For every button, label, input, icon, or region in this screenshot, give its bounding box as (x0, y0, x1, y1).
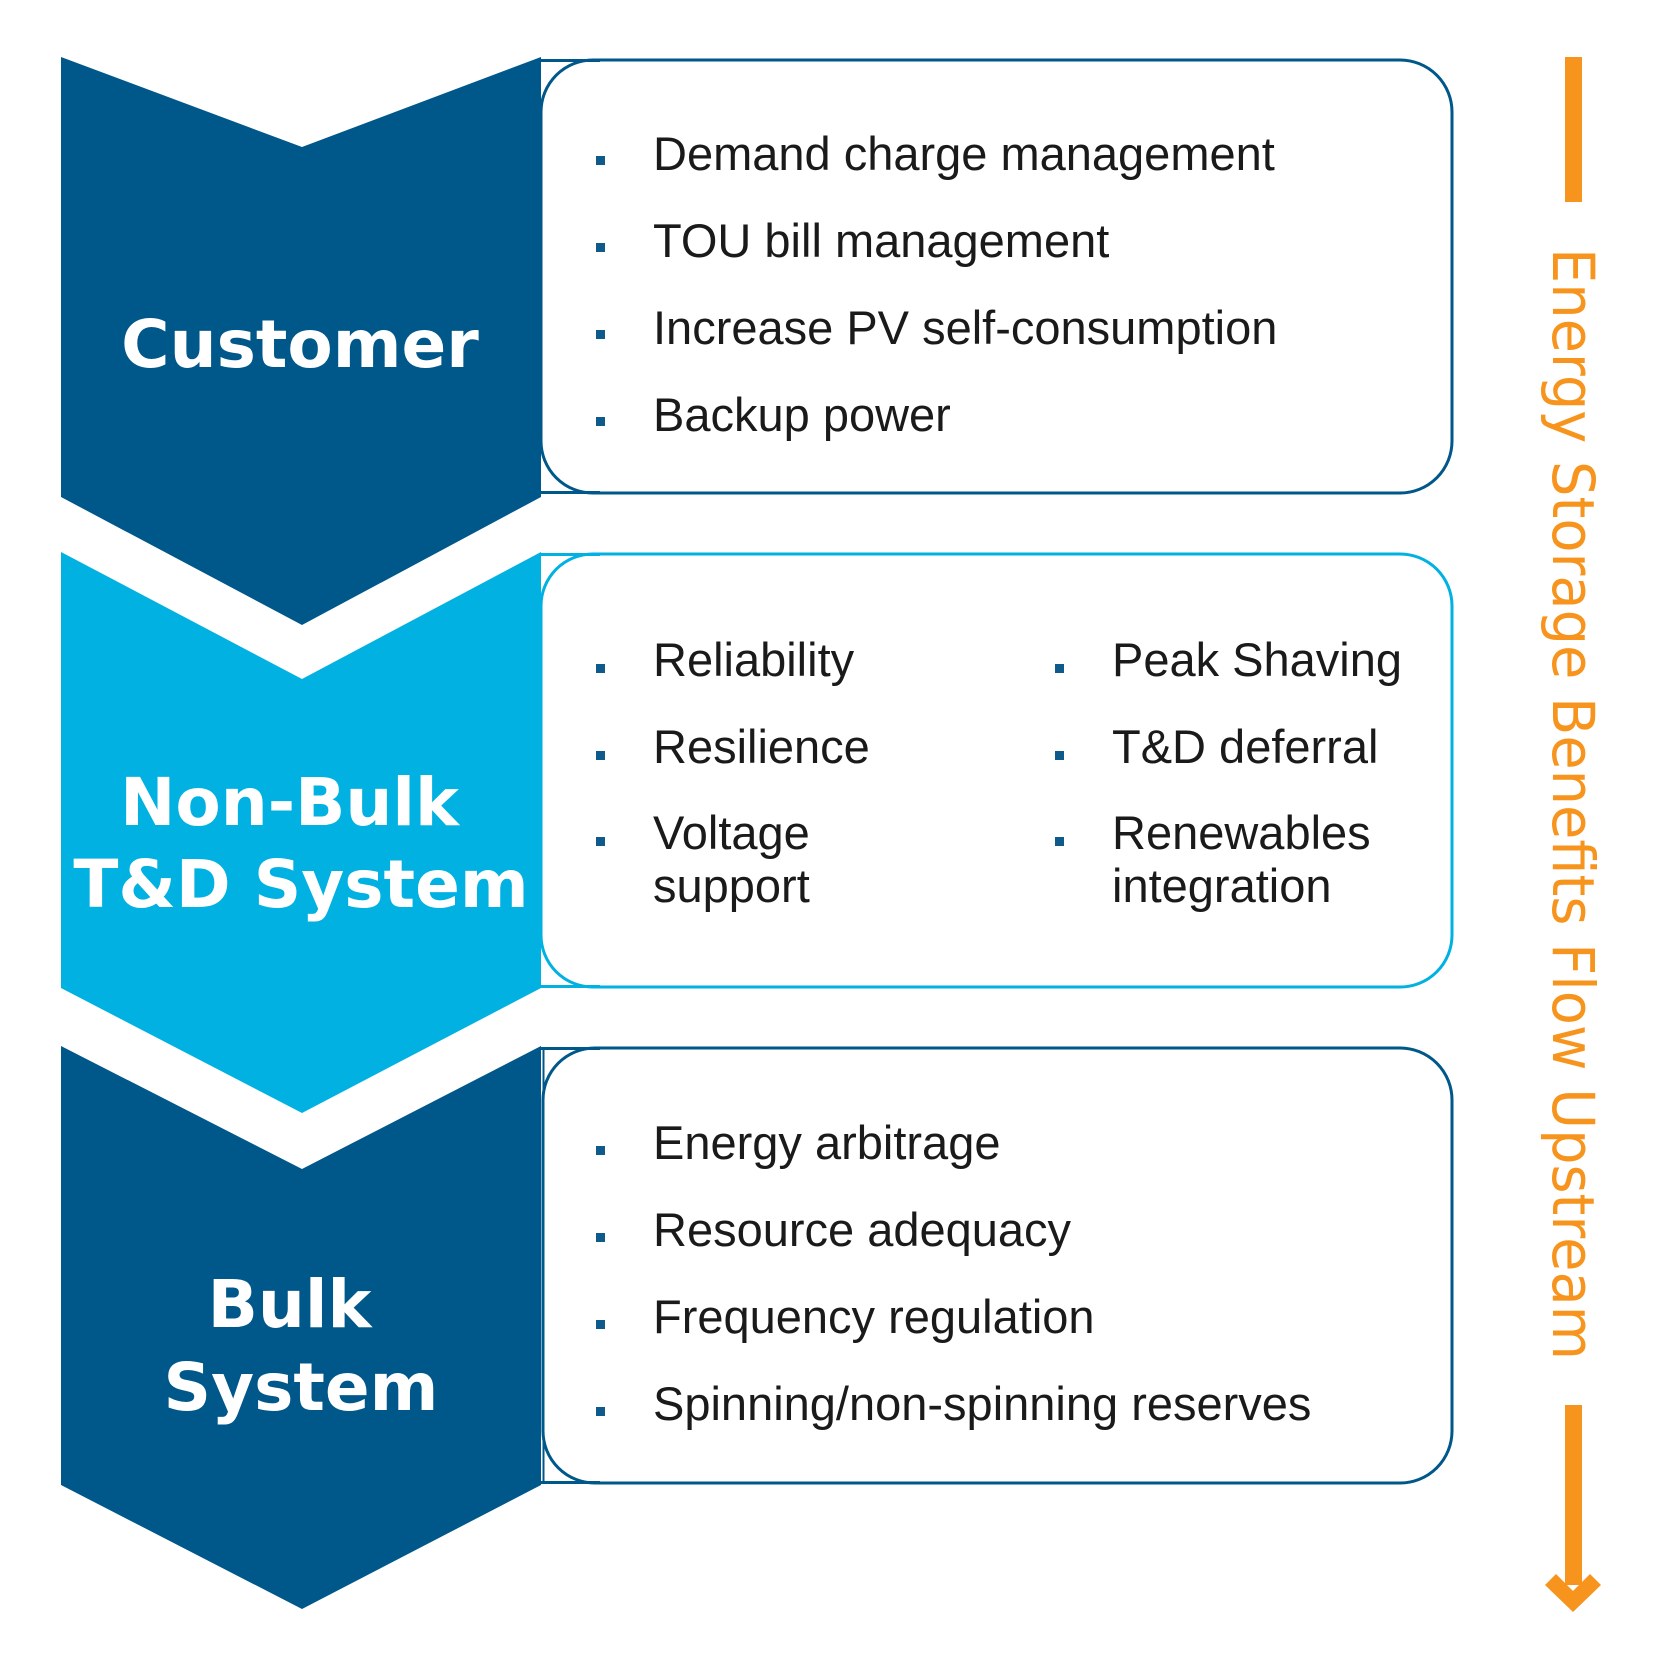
chevron-bulk (61, 1046, 541, 1609)
bullet-icon (596, 664, 605, 673)
bullet-icon (1055, 664, 1064, 673)
tier-customer: Customer Demand charge management TOU bi… (61, 57, 1454, 625)
bullet-icon (596, 1146, 605, 1155)
flow-label: Energy Storage Benefits Flow Upstream (1539, 248, 1607, 1360)
bullet-icon (596, 1233, 605, 1242)
bullet-icon (596, 243, 605, 252)
benefit-text: T&D deferral (1112, 720, 1378, 773)
benefit-text-line: Renewables (1112, 806, 1371, 859)
benefits-list-customer: Demand charge management TOU bill manage… (596, 127, 1277, 441)
tier-label-customer: Customer (121, 306, 479, 383)
benefits-list-bulk: Energy arbitrage Resource adequacy Frequ… (596, 1116, 1311, 1430)
benefit-text: Resource adequacy (653, 1203, 1072, 1256)
list-item: Frequency regulation (596, 1290, 1095, 1343)
benefit-text-line: integration (1112, 859, 1332, 912)
bullet-icon (596, 1320, 605, 1329)
list-item: Spinning/non-spinning reserves (596, 1377, 1311, 1430)
list-item: Renewables integration (1055, 806, 1384, 912)
benefit-text: Energy arbitrage (653, 1116, 1000, 1169)
list-item: TOU bill management (596, 214, 1109, 267)
tier-bulk: Bulk System Energy arbitrage Resource ad… (61, 1046, 1454, 1609)
bullet-icon (596, 751, 605, 760)
tier-label-line: Non-Bulk (120, 764, 461, 841)
arrow-down-icon (1545, 1405, 1601, 1612)
bullet-icon (1055, 751, 1064, 760)
flow-indicator: Energy Storage Benefits Flow Upstream (1539, 57, 1607, 1612)
benefit-text: TOU bill management (653, 214, 1109, 267)
benefit-text: Frequency regulation (653, 1290, 1095, 1343)
tier-label-line: T&D System (73, 846, 528, 923)
benefit-text-line: support (653, 859, 810, 912)
benefit-text: Peak Shaving (1112, 633, 1402, 686)
list-item: Backup power (596, 388, 951, 441)
bullet-icon (596, 156, 605, 165)
tier-label-line: Customer (121, 306, 479, 383)
bullet-icon (596, 837, 605, 846)
benefit-text: Reliability (653, 633, 855, 686)
bullet-icon (596, 417, 605, 426)
benefits-list-non-bulk-right: Peak Shaving T&D deferral Renewables int… (1055, 633, 1402, 912)
chevron-customer (61, 57, 541, 625)
tier-label-line: Bulk (208, 1266, 374, 1343)
list-item: Peak Shaving (1055, 633, 1402, 686)
benefit-text: Spinning/non-spinning reserves (653, 1377, 1311, 1430)
benefits-list-non-bulk-left: Reliability Resilience Voltage support (596, 633, 870, 912)
list-item: Resource adequacy (596, 1203, 1072, 1256)
benefit-text: Increase PV self-consumption (653, 301, 1277, 354)
bullet-icon (596, 330, 605, 339)
bullet-icon (1055, 837, 1064, 846)
chevron-non-bulk (61, 552, 541, 1113)
list-item: Demand charge management (596, 127, 1275, 180)
flow-bar-top (1565, 57, 1582, 202)
tier-label-non-bulk: Non-Bulk T&D System (73, 764, 528, 923)
bullet-icon (596, 1407, 605, 1416)
benefit-text: Resilience (653, 720, 870, 773)
list-item: Resilience (596, 720, 870, 773)
benefit-text: Renewables integration (1112, 806, 1384, 912)
list-item: T&D deferral (1055, 720, 1378, 773)
benefit-text: Demand charge management (653, 127, 1275, 180)
list-item: Increase PV self-consumption (596, 301, 1277, 354)
benefit-text: Backup power (653, 388, 951, 441)
benefits-box-customer (539, 58, 1454, 495)
list-item: Voltage support (596, 806, 823, 912)
benefit-text: Voltage support (653, 806, 823, 912)
benefits-box-non-bulk (539, 552, 1454, 989)
list-item: Reliability (596, 633, 855, 686)
tier-label-line: System (164, 1349, 439, 1426)
tier-label-bulk: Bulk System (164, 1266, 439, 1426)
tier-non-bulk: Non-Bulk T&D System Reliability Resilien… (61, 552, 1454, 1113)
list-item: Energy arbitrage (596, 1116, 1000, 1169)
benefit-text-line: Voltage (653, 806, 810, 859)
